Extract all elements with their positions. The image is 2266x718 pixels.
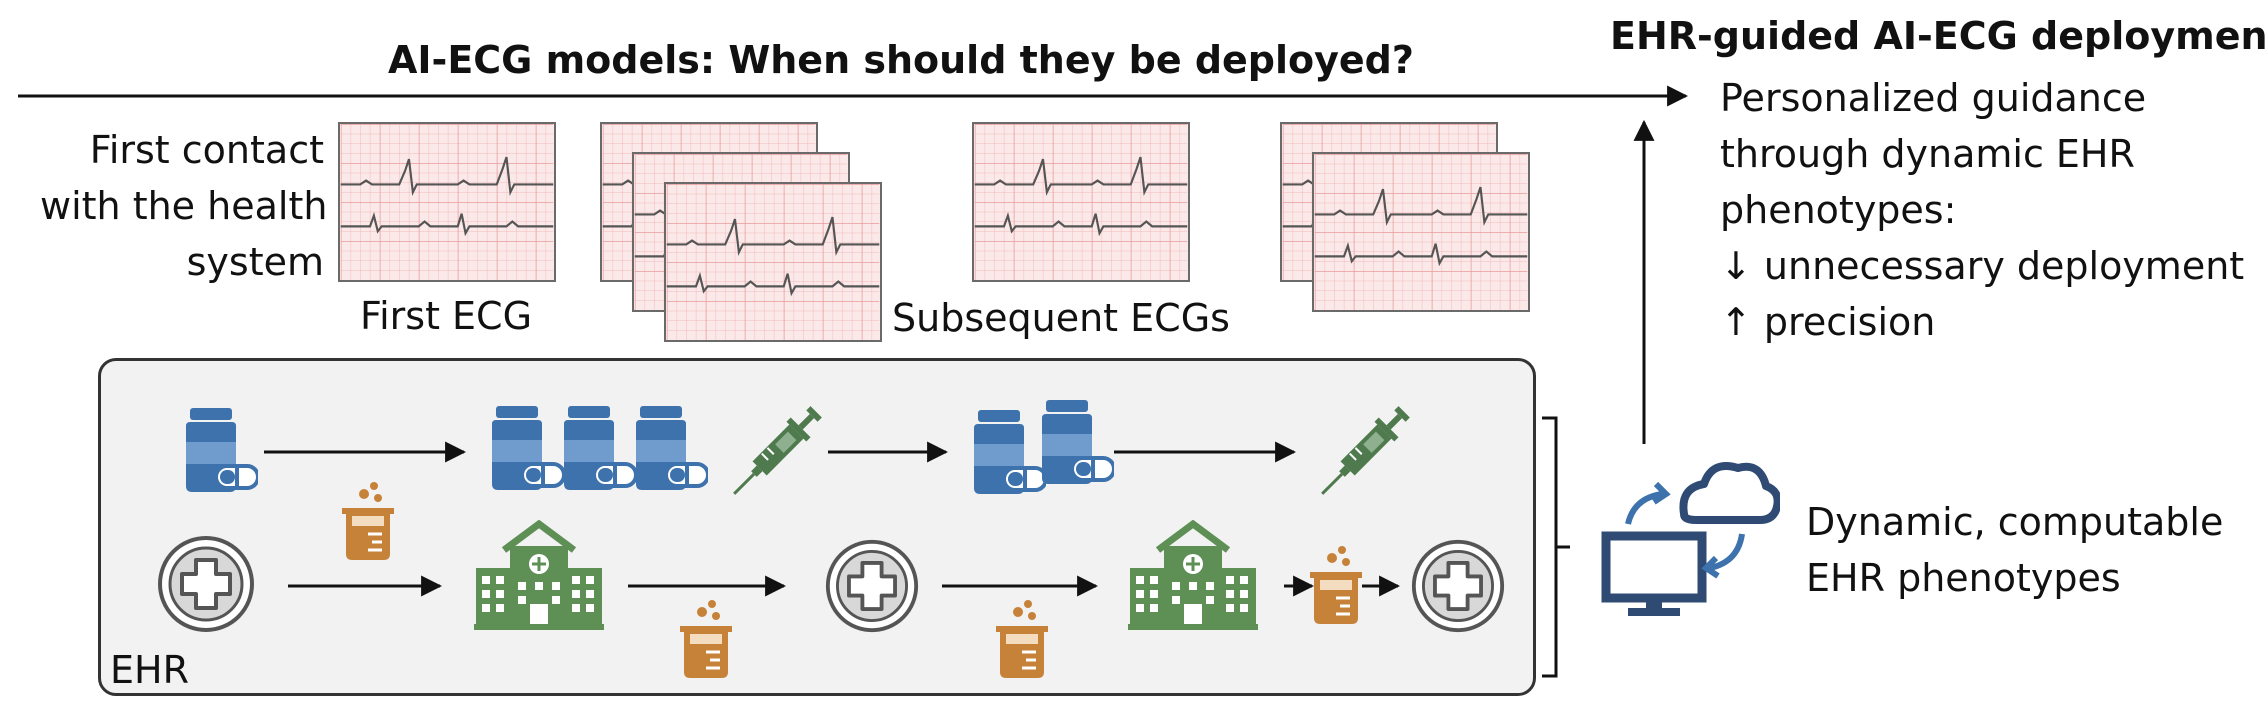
guidance-text: Personalized guidance through dynamic EH… — [1720, 70, 2244, 350]
medication-bottle-icon — [484, 406, 564, 492]
first-ecg-label: First ECG — [360, 294, 533, 338]
guidance-bullet-unnecessary: ↓ unnecessary deployment — [1720, 244, 2245, 288]
guidance-line-2: through dynamic EHR — [1720, 132, 2135, 176]
ecg-strip-icon — [1312, 152, 1530, 312]
deployment-title: EHR-guided AI-ECG deployment — [1610, 14, 2266, 58]
medication-bottle-icon — [628, 406, 708, 492]
ecg-strip-icon — [338, 122, 556, 282]
ehr-label: EHR — [110, 648, 189, 692]
medical-cross-icon — [156, 534, 256, 634]
lab-beaker-icon — [338, 482, 398, 562]
ecg-strip-icon — [664, 182, 882, 342]
syringe-icon — [1316, 400, 1416, 500]
first-contact-line-1: First contact — [89, 128, 324, 172]
lab-beaker-icon — [1306, 546, 1366, 626]
guidance-line-3: phenotypes: — [1720, 188, 1957, 232]
phenotypes-line-2: EHR phenotypes — [1806, 556, 2121, 600]
medication-bottle-icon — [556, 406, 636, 492]
syringe-icon — [728, 400, 828, 500]
medication-bottle-icon — [1034, 400, 1114, 486]
medical-cross-icon — [824, 538, 920, 634]
first-contact-label: First contact with the health system — [40, 122, 328, 290]
lab-beaker-icon — [992, 600, 1052, 680]
guidance-bullet-precision: ↑ precision — [1720, 300, 1936, 344]
ehr-bracket — [1542, 416, 1570, 678]
phenotypes-text: Dynamic, computable EHR phenotypes — [1806, 494, 2223, 606]
first-contact-line-2: with the health — [40, 184, 328, 228]
lab-beaker-icon — [676, 600, 736, 680]
first-contact-line-3: system — [186, 240, 324, 284]
subsequent-ecgs-label: Subsequent ECGs — [892, 296, 1230, 340]
timeline-title: AI-ECG models: When should they be deplo… — [388, 38, 1414, 82]
medical-cross-icon — [1410, 538, 1506, 634]
phenotypes-line-1: Dynamic, computable — [1806, 500, 2224, 544]
ecg-strip-icon — [972, 122, 1190, 282]
hospital-icon — [474, 520, 604, 630]
guidance-line-1: Personalized guidance — [1720, 76, 2147, 120]
hospital-icon — [1128, 520, 1258, 630]
medication-bottle-icon — [178, 408, 258, 494]
cloud-computer-icon — [1601, 462, 1780, 616]
